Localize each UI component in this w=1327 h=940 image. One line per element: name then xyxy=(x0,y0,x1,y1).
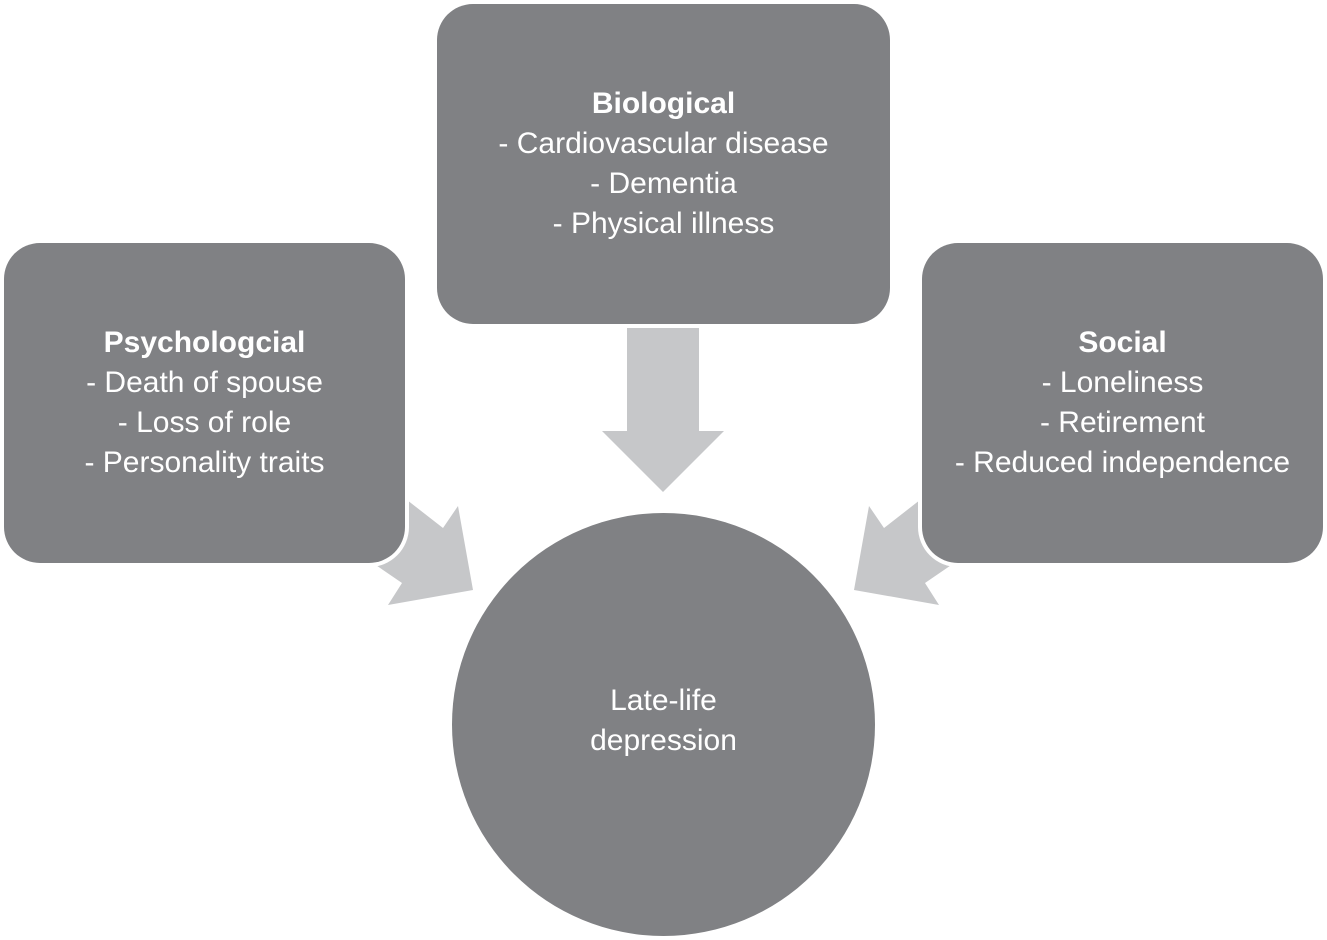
social-item: - Loneliness xyxy=(1041,366,1204,399)
late-life-depression-circle: Late-life depression xyxy=(452,513,875,936)
social-box: Social - Loneliness - Retirement - Reduc… xyxy=(922,243,1323,563)
biological-title: Biological xyxy=(591,87,736,120)
psychological-title: Psychologcial xyxy=(103,326,306,359)
psychological-item: - Death of spouse xyxy=(86,366,323,399)
center-label-line: Late-life xyxy=(610,683,717,717)
arrow-down-icon xyxy=(602,328,724,492)
biological-item: - Dementia xyxy=(590,167,737,200)
social-title: Social xyxy=(1078,326,1167,359)
psychological-item: - Personality traits xyxy=(84,446,325,479)
social-item: - Reduced independence xyxy=(954,446,1291,479)
center-label-line: depression xyxy=(590,723,737,757)
social-item: - Retirement xyxy=(1039,406,1206,439)
biological-box: Biological - Cardiovascular disease - De… xyxy=(437,4,890,324)
psychological-box: Psychologcial - Death of spouse - Loss o… xyxy=(4,243,405,563)
biological-item: - Cardiovascular disease xyxy=(498,127,829,160)
biological-item: - Physical illness xyxy=(552,207,775,240)
psychological-item: - Loss of role xyxy=(117,406,292,439)
